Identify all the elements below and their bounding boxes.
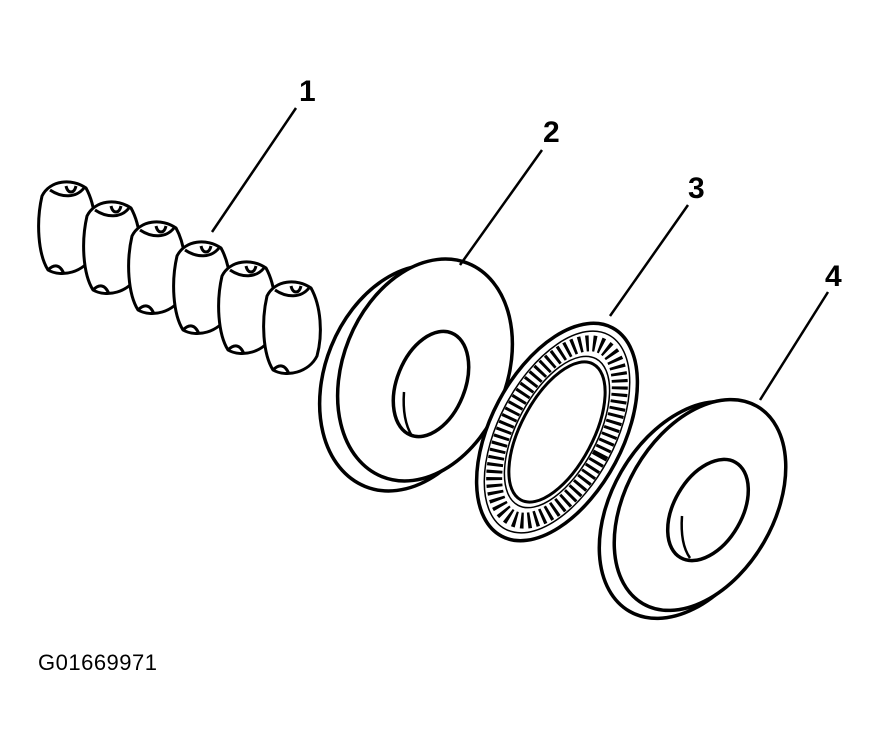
callout-label-4: 4 — [825, 260, 842, 293]
callout-label-2: 2 — [543, 116, 560, 149]
leader-line — [210, 107, 298, 233]
spring-coil — [172, 240, 232, 335]
thrust-washer-part — [597, 397, 788, 621]
thrust-washer-part — [317, 257, 515, 493]
callout-label-3: 3 — [688, 172, 705, 205]
leader-line — [458, 149, 544, 266]
leader-line — [608, 204, 690, 317]
leader-line — [758, 291, 830, 401]
callout-label-1: 1 — [299, 75, 316, 108]
figure-id: G01669971 — [38, 650, 158, 675]
spring-part — [37, 180, 322, 375]
spring-coil — [262, 280, 322, 375]
leader-lines — [210, 107, 830, 401]
needle-bearing-part — [474, 321, 640, 543]
